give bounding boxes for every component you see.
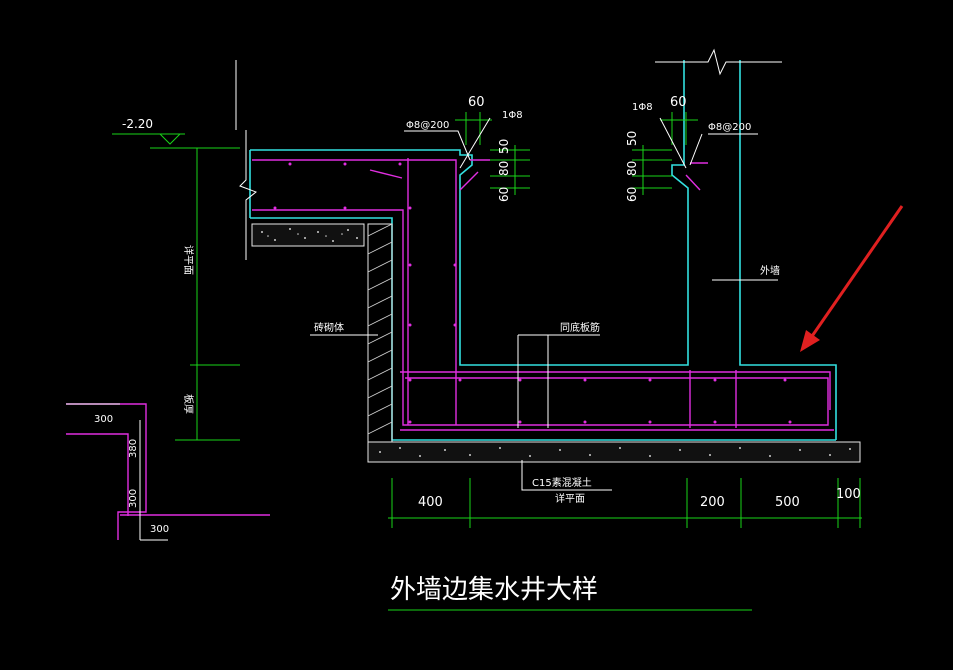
masonry-wall <box>367 223 393 443</box>
step-detail <box>66 403 270 541</box>
dim-bottom-500: 500 <box>775 495 800 510</box>
break-lines <box>235 48 782 260</box>
step-380: 380 <box>128 439 139 458</box>
bedding-strip-left <box>251 223 365 247</box>
labels: -2.20 60 60 1Φ8 Φ8@200 1Φ8 Φ8@200 50 80 … <box>94 95 861 605</box>
step-300-top: 300 <box>94 414 113 425</box>
bedding-strip-bottom <box>367 441 861 463</box>
rebar-1phi8-left: 1Φ8 <box>502 110 523 121</box>
concrete-outline <box>249 60 837 441</box>
elevation-label: -2.20 <box>122 117 153 131</box>
step-300-bottom: 300 <box>150 524 169 535</box>
rebar-phi8-200-left: Φ8@200 <box>406 120 449 131</box>
dimension-lines <box>112 112 862 611</box>
dim-60-v-right: 60 <box>625 187 639 202</box>
c15-concrete-label: C15素混凝土 <box>532 476 592 489</box>
dim-50-left: 50 <box>497 139 511 154</box>
dim-bottom-400: 400 <box>418 495 443 510</box>
dim-60-v-left: 60 <box>497 187 511 202</box>
dim-60-left: 60 <box>468 95 485 110</box>
slab-thickness-label: 板厚 <box>182 394 195 414</box>
dim-60-right: 60 <box>670 95 687 110</box>
dim-50-right: 50 <box>625 131 639 146</box>
see-plan-vertical-label: 详平面 <box>182 245 195 275</box>
dim-bottom-100: 100 <box>836 487 861 502</box>
dim-bottom-200: 200 <box>700 495 725 510</box>
step-300-mid: 300 <box>128 489 139 508</box>
red-arrow <box>800 205 904 352</box>
leader-lines <box>310 117 778 491</box>
rebar-phi8-200-right: Φ8@200 <box>708 122 751 133</box>
see-plan-label: 详平面 <box>555 492 585 505</box>
same-as-slab-rebar-label: 同底板筋 <box>560 321 600 334</box>
dim-80-right: 80 <box>625 161 639 176</box>
rebar-dots <box>273 162 792 424</box>
dim-80-left: 80 <box>497 161 511 176</box>
rebar <box>252 158 834 431</box>
drawing-title: 外墙边集水井大样 <box>390 575 598 605</box>
outer-wall-label: 外墙 <box>760 264 780 277</box>
masonry-label: 砖砌体 <box>314 321 344 334</box>
rebar-1phi8-right: 1Φ8 <box>632 102 653 113</box>
